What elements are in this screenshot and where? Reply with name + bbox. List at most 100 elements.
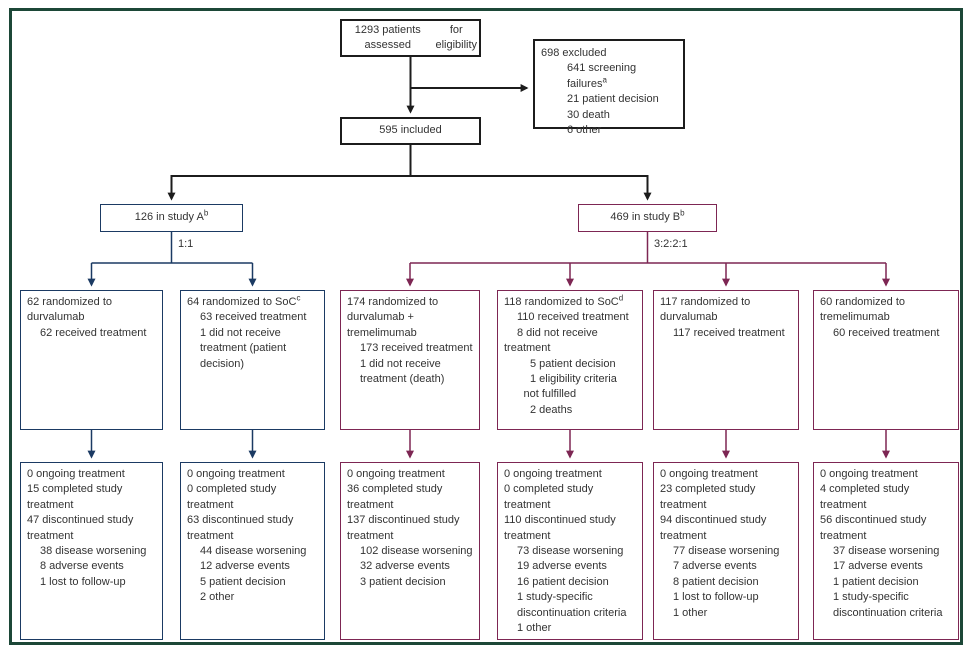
box-line: 17 adverse events (833, 560, 923, 573)
box-line: 44 disease worsening (200, 545, 307, 558)
box-line: treatment (27, 529, 74, 542)
box-line: treatment (27, 498, 74, 511)
box-line: 1 did not receive (200, 326, 281, 339)
box-line: 7 adverse events (673, 560, 757, 573)
box-line: 5 patient decision (200, 575, 286, 588)
box-line: 0 ongoing treatment (187, 468, 285, 480)
box-line: 0 ongoing treatment (27, 468, 125, 480)
footnote-marker: c (296, 293, 301, 303)
box-line: 117 randomized to (660, 296, 751, 308)
outcome-box-a-durvalumab: 0 ongoing treatment 15 completed study tre… (20, 462, 163, 640)
outcome-box-b-tremelimumab: 0 ongoing treatment 4 completed study trea… (813, 462, 959, 640)
box-line: 16 patient decision (517, 575, 609, 588)
box-line: decision) (200, 357, 245, 370)
box-line: 1 did not receive (360, 357, 441, 370)
box-line: 0 ongoing treatment (660, 468, 758, 480)
box-line: 94 discontinued study (660, 514, 767, 527)
box-line: 77 disease worsening (673, 545, 780, 558)
box-line: 174 randomized to (347, 296, 439, 308)
footnote-marker: d (618, 293, 624, 303)
box-line: treatment (death) (360, 373, 445, 386)
box-line: 73 disease worsening (517, 545, 624, 558)
randomized-box-b-durvalumab: 117 randomized to durvalumab 117 received … (653, 290, 799, 430)
box-line: 137 discontinued study (347, 514, 460, 527)
box-line: durvalumab + (347, 311, 414, 324)
box-line: tremelimumab (347, 326, 417, 339)
box-line: durvalumab (660, 311, 718, 324)
box-line: 8 patient decision (673, 575, 759, 588)
box-line: 63 discontinued study (187, 514, 294, 527)
box-line: treatment (504, 342, 551, 355)
box-line: treatment (504, 498, 551, 511)
included-box: 595 included (340, 117, 481, 145)
box-line: 1 eligibility criteria (530, 373, 617, 386)
box-line: 19 adverse events (517, 560, 607, 573)
study-a-label: 126 in study Ab (134, 208, 209, 224)
box-line: 1 other (673, 606, 708, 619)
box-line: 60 randomized to (820, 296, 905, 308)
box-line: 37 disease worsening (833, 545, 940, 558)
box-line: 8 adverse events (40, 560, 124, 573)
box-line: treatment (patient (200, 342, 287, 355)
box-line: treatment (187, 529, 234, 542)
box-line: 2 other (200, 591, 235, 604)
box-line: 2 deaths (530, 403, 573, 416)
box-line: 110 discontinued study (504, 514, 616, 527)
box-line: 36 completed study (347, 483, 443, 496)
box-line: treatment (820, 529, 867, 542)
box-line: 0 ongoing treatment (504, 468, 602, 480)
box-line: 15 completed study (27, 483, 123, 496)
box-line: treatment (504, 529, 551, 542)
box-line: 1 study-specific (833, 591, 909, 604)
box-line: 3 patient decision (360, 575, 446, 588)
study-b-label: 469 in study Bb (610, 208, 685, 224)
randomized-box-b-tremelimumab: 60 randomized to tremelimumab 60 received … (813, 290, 959, 430)
box-line: discontinuation criteria (833, 606, 943, 619)
box-line: 698 excluded (541, 47, 607, 59)
box-line: 173 received treatment (360, 342, 473, 355)
diagram-outer-frame (9, 8, 963, 645)
box-line: 47 discontinued study (27, 514, 134, 527)
outcome-box-b-soc: 0 ongoing treatment 0 completed study trea… (497, 462, 643, 640)
box-line: treatment (660, 529, 707, 542)
box-line: 8 did not receive (517, 326, 598, 339)
box-line: treatment (660, 498, 707, 511)
box-line: 1 lost to follow-up (673, 591, 759, 604)
box-line: treatment (820, 498, 867, 511)
box-line: tremelimumab (820, 311, 890, 324)
box-line: 0 completed study (504, 483, 594, 496)
box-line: 1 lost to follow-up (40, 575, 126, 588)
box-line: 0 ongoing treatment (820, 468, 918, 480)
box-line: 641 screening failuresa (567, 62, 637, 90)
study-b-ratio-label: 3:2:2:1 (654, 238, 688, 250)
box-line: 6 other (567, 124, 602, 137)
box-line: treatment (187, 498, 234, 511)
box-line: 0 completed study (187, 483, 277, 496)
box-line: 62 received treatment (40, 326, 147, 339)
box-line: 12 adverse events (200, 560, 290, 573)
box-line: 117 received treatment (673, 326, 785, 339)
box-line: treatment (347, 498, 394, 511)
study-b-box: 469 in study Bb (578, 204, 717, 232)
box-line: 38 disease worsening (40, 545, 147, 558)
box-line: 110 received treatment (517, 311, 629, 324)
box-line: treatment (347, 529, 394, 542)
box-line: 1 patient decision (833, 575, 919, 588)
box-line: 23 completed study (660, 483, 756, 496)
box-line: 1 other (517, 622, 552, 635)
study-a-ratio-label: 1:1 (178, 238, 194, 250)
box-line: 56 discontinued study (820, 514, 927, 527)
box-line: 60 received treatment (833, 326, 940, 339)
box-line: 1293 patients assessed (354, 23, 421, 51)
box-line: 4 completed study (820, 483, 910, 496)
box-line: 1 study-specific (517, 591, 593, 604)
box-line: not fulfilled (523, 388, 577, 401)
randomized-box-b-durvalumab-tremelimumab: 174 randomized to durvalumab + tremelimuma… (340, 290, 480, 430)
